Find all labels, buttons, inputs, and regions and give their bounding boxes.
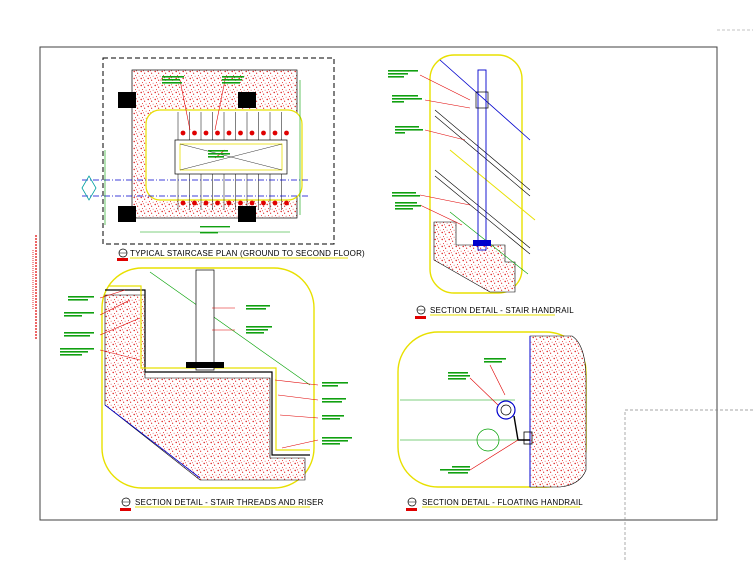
baluster-marker bbox=[203, 130, 209, 136]
baluster-marker bbox=[261, 200, 266, 206]
baluster-marker bbox=[272, 130, 278, 136]
baluster-marker bbox=[238, 200, 243, 206]
baluster-marker bbox=[226, 200, 232, 206]
baluster-marker bbox=[249, 130, 255, 136]
caption-staircase-plan: TYPICAL STAIRCASE PLAN (GROUND TO SECOND… bbox=[130, 249, 365, 258]
baluster-marker bbox=[180, 200, 186, 206]
baluster-marker bbox=[180, 130, 186, 136]
title-block-outline bbox=[624, 409, 753, 560]
caption-stair-handrail: SECTION DETAIL - STAIR HANDRAIL bbox=[430, 306, 574, 315]
stair-threads-detail: SECTION DETAIL - STAIR THREADS AND RISER bbox=[60, 267, 352, 511]
baluster-marker bbox=[215, 200, 220, 206]
baluster-marker bbox=[238, 130, 243, 136]
baluster-marker bbox=[249, 200, 255, 206]
caption-floating-handrail: SECTION DETAIL - FLOATING HANDRAIL bbox=[422, 498, 583, 507]
sheet-border bbox=[39, 46, 718, 521]
stair-handrail-detail: SECTION DETAIL - STAIR HANDRAIL bbox=[388, 54, 574, 319]
baluster-marker bbox=[226, 130, 232, 136]
baluster-marker bbox=[284, 200, 289, 206]
baluster-marker bbox=[203, 200, 209, 206]
floating-handrail-detail: SECTION DETAIL - FLOATING HANDRAIL bbox=[397, 331, 587, 511]
caption-stair-threads: SECTION DETAIL - STAIR THREADS AND RISER bbox=[135, 498, 324, 507]
baluster-marker bbox=[215, 130, 220, 136]
baluster-marker bbox=[272, 200, 278, 206]
baluster-marker bbox=[192, 200, 197, 206]
baluster-marker bbox=[261, 130, 266, 136]
staircase-plan: TYPICAL STAIRCASE PLAN (GROUND TO SECOND… bbox=[81, 57, 365, 261]
baluster-marker bbox=[192, 130, 197, 136]
side-notes bbox=[32, 235, 37, 340]
baluster-marker bbox=[284, 130, 289, 136]
